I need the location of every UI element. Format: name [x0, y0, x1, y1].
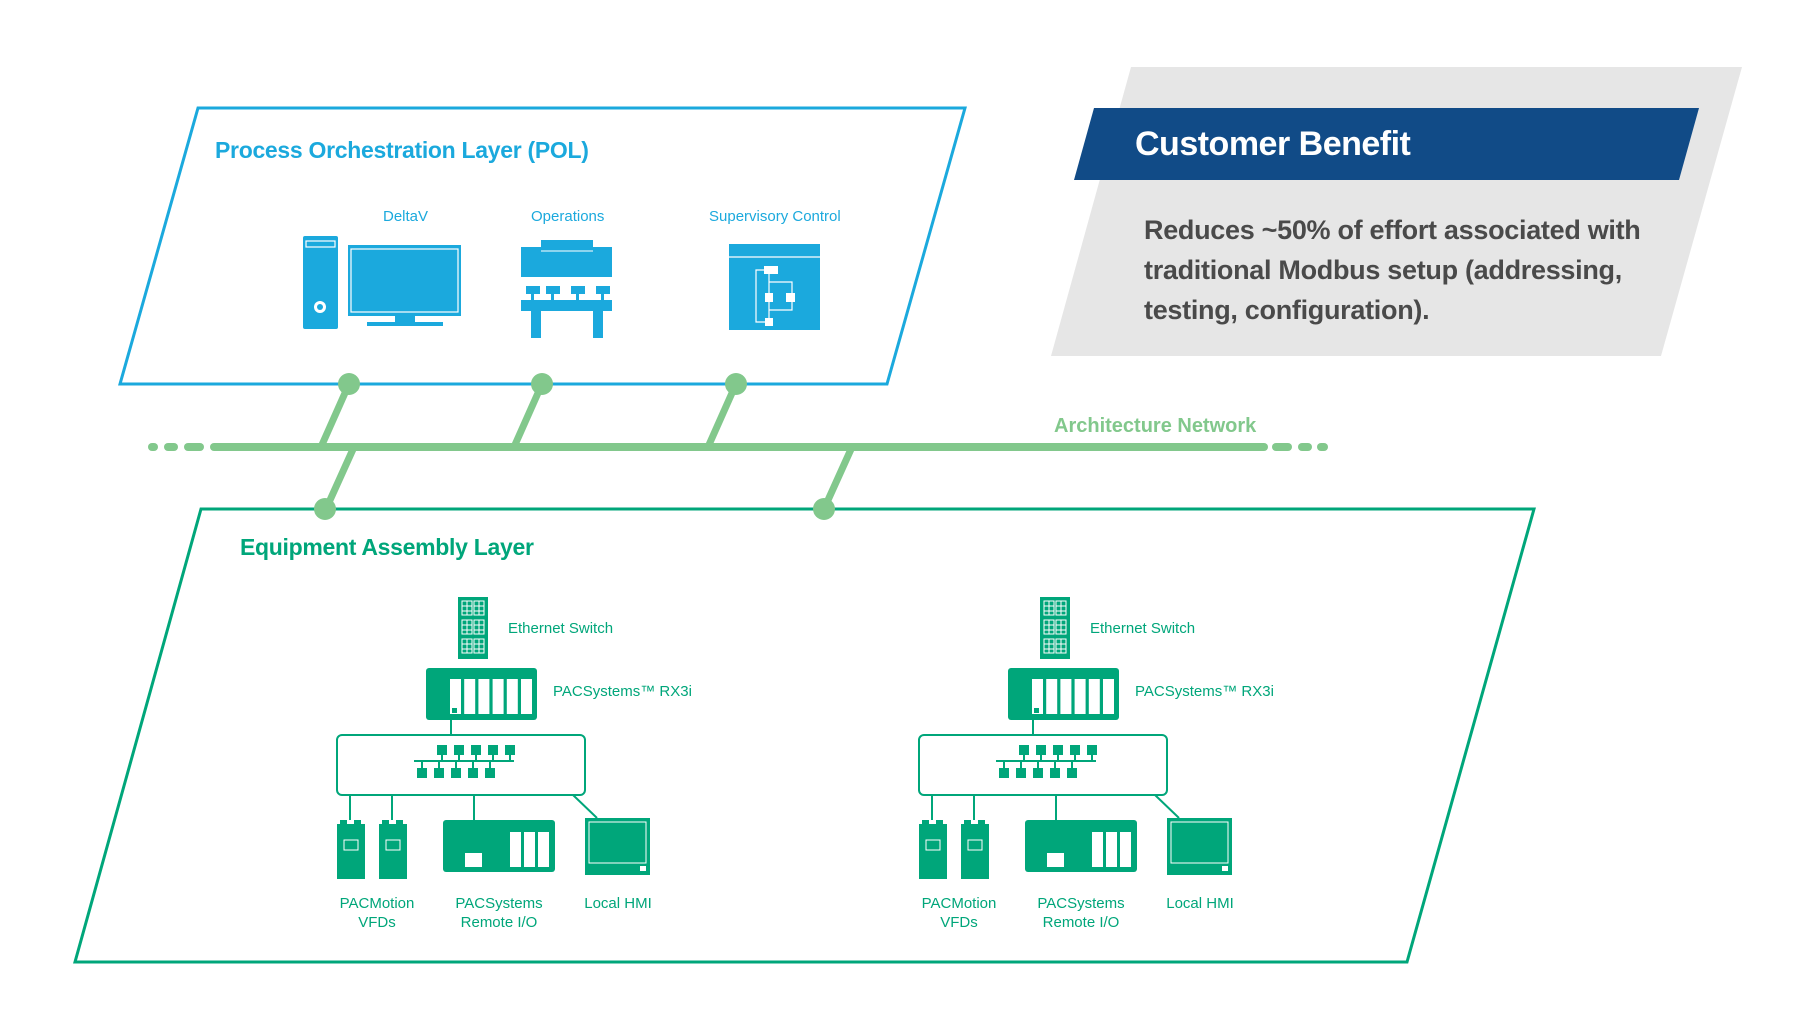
equipment-connector-left [322, 443, 358, 513]
ethernet-switch-label: Ethernet Switch [1090, 620, 1196, 637]
operator-console-icon [521, 240, 612, 338]
rx3i-controller-icon [426, 668, 537, 720]
remote-io-label-line1: PACSystems [1037, 895, 1125, 912]
vfd-label-line2: VFDs [940, 914, 978, 931]
vfd-drive-icon [961, 820, 989, 879]
hmi-label-line1: Local HMI [1166, 895, 1234, 912]
pol-connector-deltav [317, 380, 353, 451]
equipment-node-right [813, 498, 835, 520]
controller-label: PACSystems™ RX3i [553, 683, 692, 700]
network-hub-icon [918, 734, 1168, 796]
equipment-node-left [314, 498, 336, 520]
controller-label: PACSystems™ RX3i [1135, 683, 1274, 700]
hmi-label-line1: Local HMI [584, 895, 652, 912]
benefit-title: Customer Benefit [1135, 125, 1411, 163]
desktop-computer-icon [303, 236, 461, 329]
workflow-window-icon [729, 244, 820, 330]
equipment-layer-title: Equipment Assembly Layer [240, 534, 534, 560]
vfd-label-line1: PACMotion [339, 895, 415, 912]
hmi-link [572, 794, 598, 819]
architecture-network-label: Architecture Network [1054, 415, 1257, 437]
ethernet-switch-label: Ethernet Switch [508, 620, 614, 637]
equipment-group [336, 597, 650, 879]
remote-io-label-line1: PACSystems [455, 895, 543, 912]
pol-connector-operations [510, 380, 546, 451]
pol-layer-frame [118, 106, 967, 386]
hmi-link [1154, 794, 1180, 819]
ethernet-switch-icon [458, 597, 488, 659]
equipment-layer-frame [73, 507, 1536, 964]
vfd-label-line1: PACMotion [921, 895, 997, 912]
remote-io-label-line2: Remote I/O [460, 914, 538, 931]
rx3i-controller-icon [1008, 668, 1119, 720]
remote-io-icon [443, 820, 555, 872]
pol-node-supervisory [725, 373, 747, 395]
vfd-drive-icon [919, 820, 947, 879]
hmi-panel-icon [585, 818, 650, 875]
pol-item-label-supervisory: Supervisory Control [709, 208, 841, 225]
pol-item-label-operations: Operations [531, 208, 605, 225]
equipment-connector-right [820, 443, 856, 513]
network-hub-icon [336, 734, 586, 796]
vfd-drive-icon [379, 820, 407, 879]
vfd-drive-icon [337, 820, 365, 879]
equipment-group [918, 597, 1232, 879]
hmi-panel-icon [1167, 818, 1232, 875]
benefit-body: Reduces ~50% of effort associated with t… [1144, 215, 1641, 325]
pol-node-deltav [338, 373, 360, 395]
hmi-label: Local HMI [576, 894, 660, 913]
remote-io-label-line2: Remote I/O [1042, 914, 1120, 931]
pol-layer-title: Process Orchestration Layer (POL) [215, 137, 589, 163]
vfd-label-line2: VFDs [358, 914, 396, 931]
ethernet-switch-icon [1040, 597, 1070, 659]
pol-item-label-deltav: DeltaV [383, 208, 429, 225]
hmi-label: Local HMI [1158, 894, 1242, 913]
pol-connector-supervisory [704, 380, 740, 451]
benefit-banner [1074, 108, 1699, 180]
pol-node-operations [531, 373, 553, 395]
remote-io-icon [1025, 820, 1137, 872]
